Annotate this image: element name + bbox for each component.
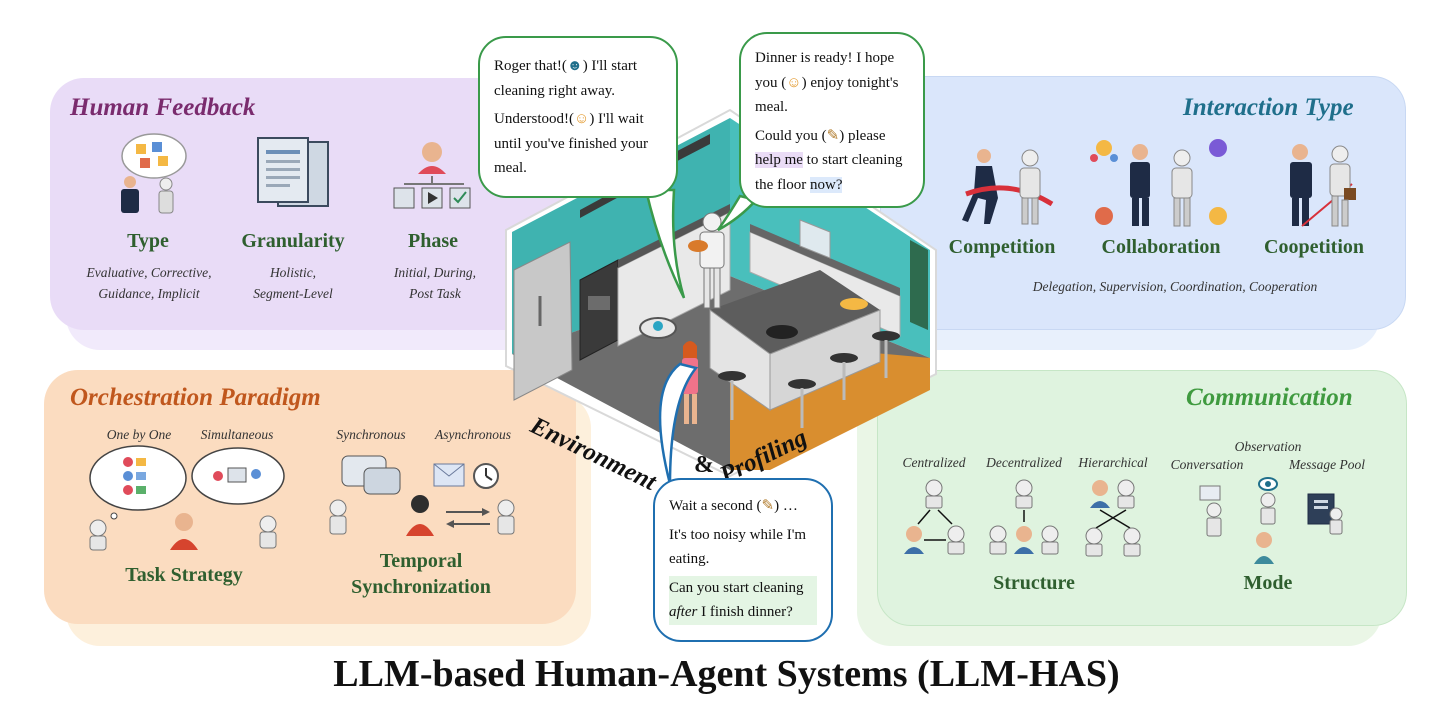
interaction-type-title: Interaction Type — [1183, 94, 1354, 121]
conversation-label: Conversation — [1170, 457, 1244, 472]
competition-icon — [962, 149, 1054, 225]
bubble-tail-left — [644, 188, 686, 299]
one-by-one-label: One by One — [106, 427, 172, 442]
centralized-label: Centralized — [902, 455, 966, 470]
granularity-label: Granularity — [241, 230, 345, 252]
document-icon — [257, 137, 329, 207]
structure-icons — [904, 479, 1141, 557]
simultaneous-label: Simultaneous — [200, 427, 274, 442]
bubble-tail-bottom — [658, 362, 699, 485]
robot-reply-bubble: Roger that!(☻) I'll start cleaning right… — [478, 36, 678, 198]
coopetition-label: Coopetition — [1264, 236, 1364, 258]
interaction-subtypes: Delegation, Supervision, Coordination, C… — [1032, 279, 1318, 294]
temporal-synchronization-label: Temporal Synchronization — [351, 550, 491, 598]
request-highlight: Can you start cleaning after I finish di… — [669, 575, 817, 625]
bubble-tail-right — [716, 194, 759, 232]
woman-face-icon: ☺ — [573, 111, 590, 127]
synchronous-label: Synchronous — [336, 427, 406, 442]
one-by-one-thought-icon — [89, 445, 285, 551]
message-pool-label: Message Pool — [1288, 457, 1366, 472]
mode-label: Mode — [1243, 572, 1293, 594]
mode-icons — [1199, 477, 1343, 564]
human-feedback-type-icon — [121, 133, 187, 214]
now-highlight: now? — [809, 176, 843, 193]
hierarchical-label: Hierarchical — [1078, 455, 1148, 470]
asynchronous-label: Asynchronous — [435, 427, 511, 442]
coopetition-icon — [1290, 144, 1356, 227]
granularity-items: Holistic, Segment-Level — [253, 265, 333, 301]
collaboration-label: Collaboration — [1101, 236, 1221, 258]
type-items: Evaluative, Corrective, Guidance, Implic… — [86, 265, 212, 301]
main-title: LLM-based Human-Agent Systems (LLM-HAS) — [333, 653, 1120, 695]
phase-items: Initial, During, Post Task — [393, 265, 477, 301]
human-feedback-title: Human Feedback — [70, 94, 256, 121]
orchestration-title: Orchestration Paradigm — [70, 384, 321, 411]
interaction-type-panel — [880, 76, 1406, 330]
structure-label: Structure — [993, 572, 1075, 594]
communication-title: Communication — [1186, 384, 1353, 411]
decentralized-label: Decentralized — [986, 455, 1062, 470]
robot-face-icon: ☻ — [566, 58, 583, 74]
help-me-highlight: help me — [755, 152, 803, 168]
task-strategy-label: Task Strategy — [125, 564, 243, 586]
wait-bubble: Wait a second (✎) … It's too noisy while… — [653, 478, 833, 642]
phase-icon — [393, 142, 471, 209]
type-label: Type — [127, 230, 169, 252]
synchronous-chat-icon — [329, 455, 515, 536]
collaboration-icon — [1090, 139, 1227, 227]
woman-face-icon: ☺ — [786, 74, 802, 91]
competition-label: Competition — [948, 236, 1056, 258]
ampersand-label: & — [694, 452, 714, 478]
phase-label: Phase — [408, 230, 458, 252]
dinner-bubble: Dinner is ready! I hope you (☺) enjoy to… — [739, 32, 925, 208]
observation-label: Observation — [1234, 439, 1302, 454]
broom-icon: ✎ — [826, 127, 840, 144]
broom-icon: ✎ — [761, 498, 775, 514]
